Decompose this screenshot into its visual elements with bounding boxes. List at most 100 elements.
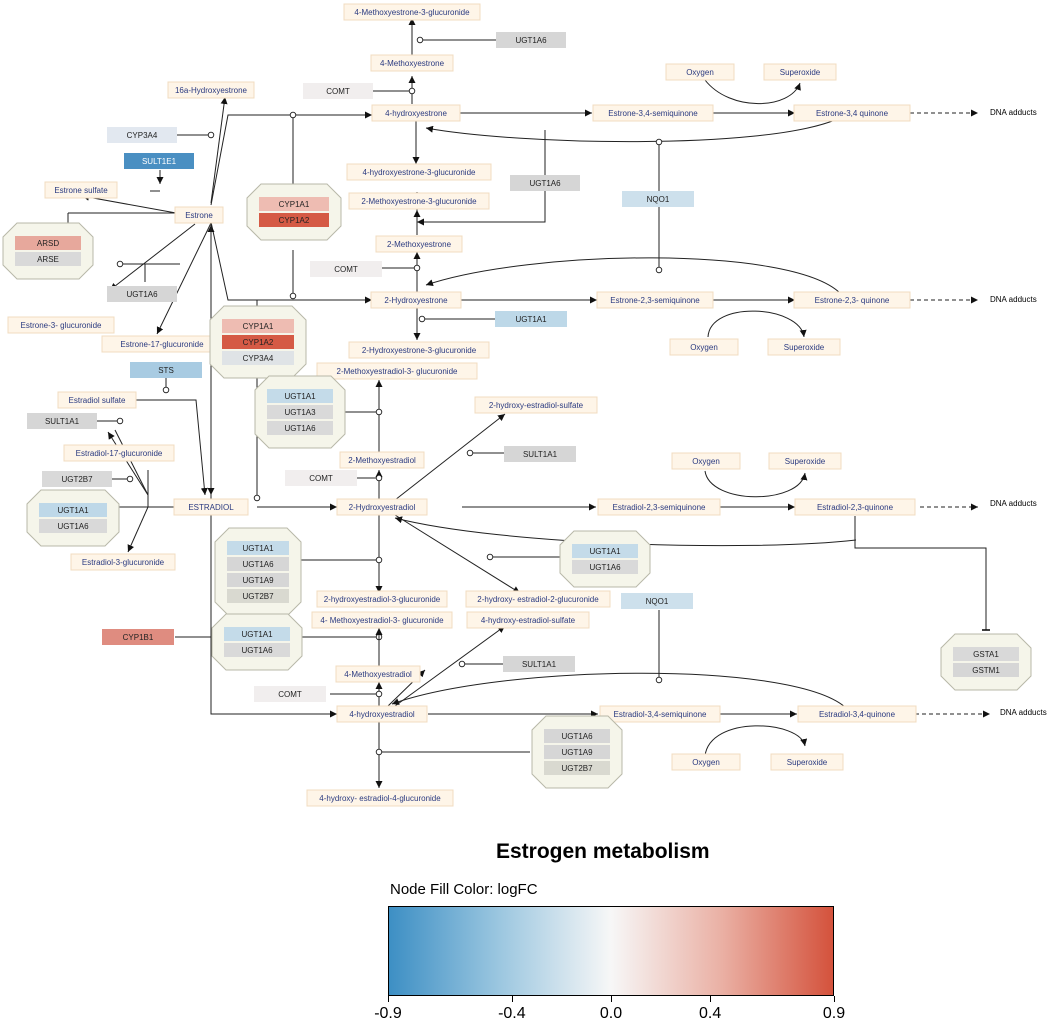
gene-sult1e1: SULT1E1 (124, 153, 194, 169)
metabolite-sq23ed: Estradiol-2,3-semiquinone (597, 498, 721, 516)
complex-member-label: UGT1A9 (242, 576, 274, 585)
legend-label: Node Fill Color: logFC (390, 881, 538, 898)
metabolite-label: 2-Methoxyestradiol-3- glucuronide (337, 367, 459, 376)
gene-label: UGT1A6 (529, 179, 561, 188)
edges (67, 18, 990, 788)
legend-tick-label: -0.4 (498, 1005, 526, 1022)
complex-member-label: CYP1A2 (279, 216, 310, 225)
legend-tick-label: 0.0 (599, 1005, 623, 1022)
complex-member-label: UGT1A6 (284, 424, 316, 433)
metabolite-2med3g: 2-Methoxyestradiol-3- glucuronide (316, 362, 478, 380)
metabolite-e17g: Estrone-17-glucuronide (101, 335, 223, 353)
gene-sts: STS (130, 362, 202, 378)
metabolite-label: Superoxide (785, 457, 826, 466)
metabolite-label: Estradiol-3-glucuronide (82, 558, 165, 567)
complex-member-label: UGT2B7 (242, 592, 274, 601)
gene-label: STS (158, 366, 174, 375)
metabolite-2me3g: 2-Methoxyestrone-3-glucuronide (348, 192, 490, 210)
metabolite-label: Oxygen (690, 343, 718, 352)
complex-member-label: UGT1A9 (561, 748, 593, 757)
complex-member-label: CYP3A4 (243, 354, 274, 363)
metabolite-ox1: Oxygen (665, 63, 735, 81)
metabolite-label: Estrone sulfate (54, 186, 108, 195)
gene-ugt1a6_c: UGT1A6 (107, 286, 177, 302)
gene-nodes: UGT1A6COMTCYP3A4SULT1E1UGT1A6NQO1COMTUGT… (27, 32, 694, 702)
gene-label: UGT2B7 (61, 475, 93, 484)
metabolite-label: 4-hydroxyestrone (385, 109, 447, 118)
metabolite-sup4: Superoxide (770, 753, 844, 771)
metabolite-label: Oxygen (692, 457, 720, 466)
metabolite-2he3g: 2-Hydroxyestrone-3-glucuronide (348, 341, 490, 359)
gene-label: CYP1B1 (123, 633, 154, 642)
complex-member-label: UGT1A1 (242, 544, 274, 553)
metabolite-label: 2-hydroxy- estradiol-2-glucuronide (477, 595, 599, 604)
estrogen-pathway-diagram: 4-Methoxyestrone-3-glucuronide4-Methoxye… (2, 3, 1047, 807)
metabolite-label: 2-hydroxy-estradiol-sulfate (489, 401, 584, 410)
metabolite-sq34e: Estrone-3,4-semiquinone (592, 104, 714, 122)
metabolite-ed_s: Estradiol sulfate (57, 391, 137, 409)
gene-nqo1_b: NQO1 (621, 593, 693, 609)
gene-label: SULT1A1 (45, 417, 80, 426)
metabolite-nodes: 4-Methoxyestrone-3-glucuronide4-Methoxye… (7, 3, 917, 807)
metabolite-e3g: Estrone-3- glucuronide (7, 316, 115, 334)
metabolite-ed17g: Estradiol-17-glucuronide (63, 444, 175, 462)
metabolite-2me: 2-Methoxyestrone (375, 235, 463, 253)
metabolite-label: Superoxide (780, 68, 821, 77)
metabolite-label: Estradiol-3,4-semiquinone (614, 710, 707, 719)
metabolite-4he3g: 4-hydroxyestrone-3-glucuronide (346, 163, 492, 181)
gene-label: CYP3A4 (127, 131, 158, 140)
metabolite-sq23e: Estrone-2,3-semiquinone (596, 291, 714, 309)
metabolite-2hed3g: 2-hydroxyestradiol-3-glucuronide (316, 590, 448, 608)
gene-label: COMT (309, 474, 333, 483)
metabolite-label: Estrone-3,4-semiquinone (608, 109, 698, 118)
metabolite-4he: 4-hydroxyestrone (371, 104, 461, 122)
legend-tick-mark (834, 996, 835, 1002)
metabolite-label: 2-Hydroxyestrone (384, 296, 448, 305)
complex-member-label: CYP1A1 (279, 200, 310, 209)
legend-tick-mark (611, 996, 612, 1002)
metabolite-estrone: Estrone (174, 206, 224, 224)
gene-sult1a1_a: SULT1A1 (27, 413, 97, 429)
metabolite-label: 2-Hydroxyestradiol (349, 503, 416, 512)
metabolite-sq34ed: Estradiol-3,4-semiquinone (599, 705, 721, 723)
metabolite-label: Superoxide (784, 343, 825, 352)
gene-comt1: COMT (303, 83, 373, 99)
metabolite-label: 2-Methoxyestrone-3-glucuronide (361, 197, 477, 206)
metabolite-label: 16a-Hydroxyestrone (175, 86, 248, 95)
metabolite-16a: 16a-Hydroxyestrone (167, 81, 255, 99)
complex-member-label: UGT1A6 (561, 732, 593, 741)
metabolite-label: Estrone-17-glucuronide (120, 340, 204, 349)
metabolite-ed3g: Estradiol-3-glucuronide (70, 553, 176, 571)
legend-tick-label: 0.9 (822, 1005, 846, 1022)
complex-member-label: UGT1A1 (284, 392, 316, 401)
legend-color-bar (388, 906, 834, 996)
gene-comt3: COMT (285, 470, 357, 486)
metabolite-label: 4-Methoxyestrone-3-glucuronide (354, 8, 470, 17)
complex-member-label: UGT1A6 (57, 522, 89, 531)
metabolite-q23ed: Estradiol-2,3-quinone (794, 498, 916, 516)
gene-ugt2b7_a: UGT2B7 (42, 471, 112, 487)
legend-tick-mark (710, 996, 712, 1002)
gene-cyp1b1: CYP1B1 (102, 629, 174, 645)
dna-adducts-label: DNA adducts (990, 295, 1037, 304)
gene-label: SULT1A1 (523, 450, 558, 459)
gene-sult1a1_c: SULT1A1 (503, 656, 575, 672)
gene-ugt1a6_b: UGT1A6 (510, 175, 580, 191)
complex-member-label: GSTA1 (973, 650, 999, 659)
metabolite-2med: 2-Methoxyestradiol (339, 451, 425, 469)
metabolite-label: Estrone-2,3- quinone (815, 296, 890, 305)
complex-member-label: ARSD (37, 239, 59, 248)
metabolite-2hed: 2-Hydroxyestradiol (336, 498, 428, 516)
metabolite-label: Oxygen (692, 758, 720, 767)
metabolite-ox2: Oxygen (669, 338, 739, 356)
complex-member-label: UGT1A1 (57, 506, 89, 515)
metabolite-4hed: 4-hydroxyestradiol (336, 705, 428, 723)
gene-ugt1a1_a: UGT1A1 (495, 311, 567, 327)
